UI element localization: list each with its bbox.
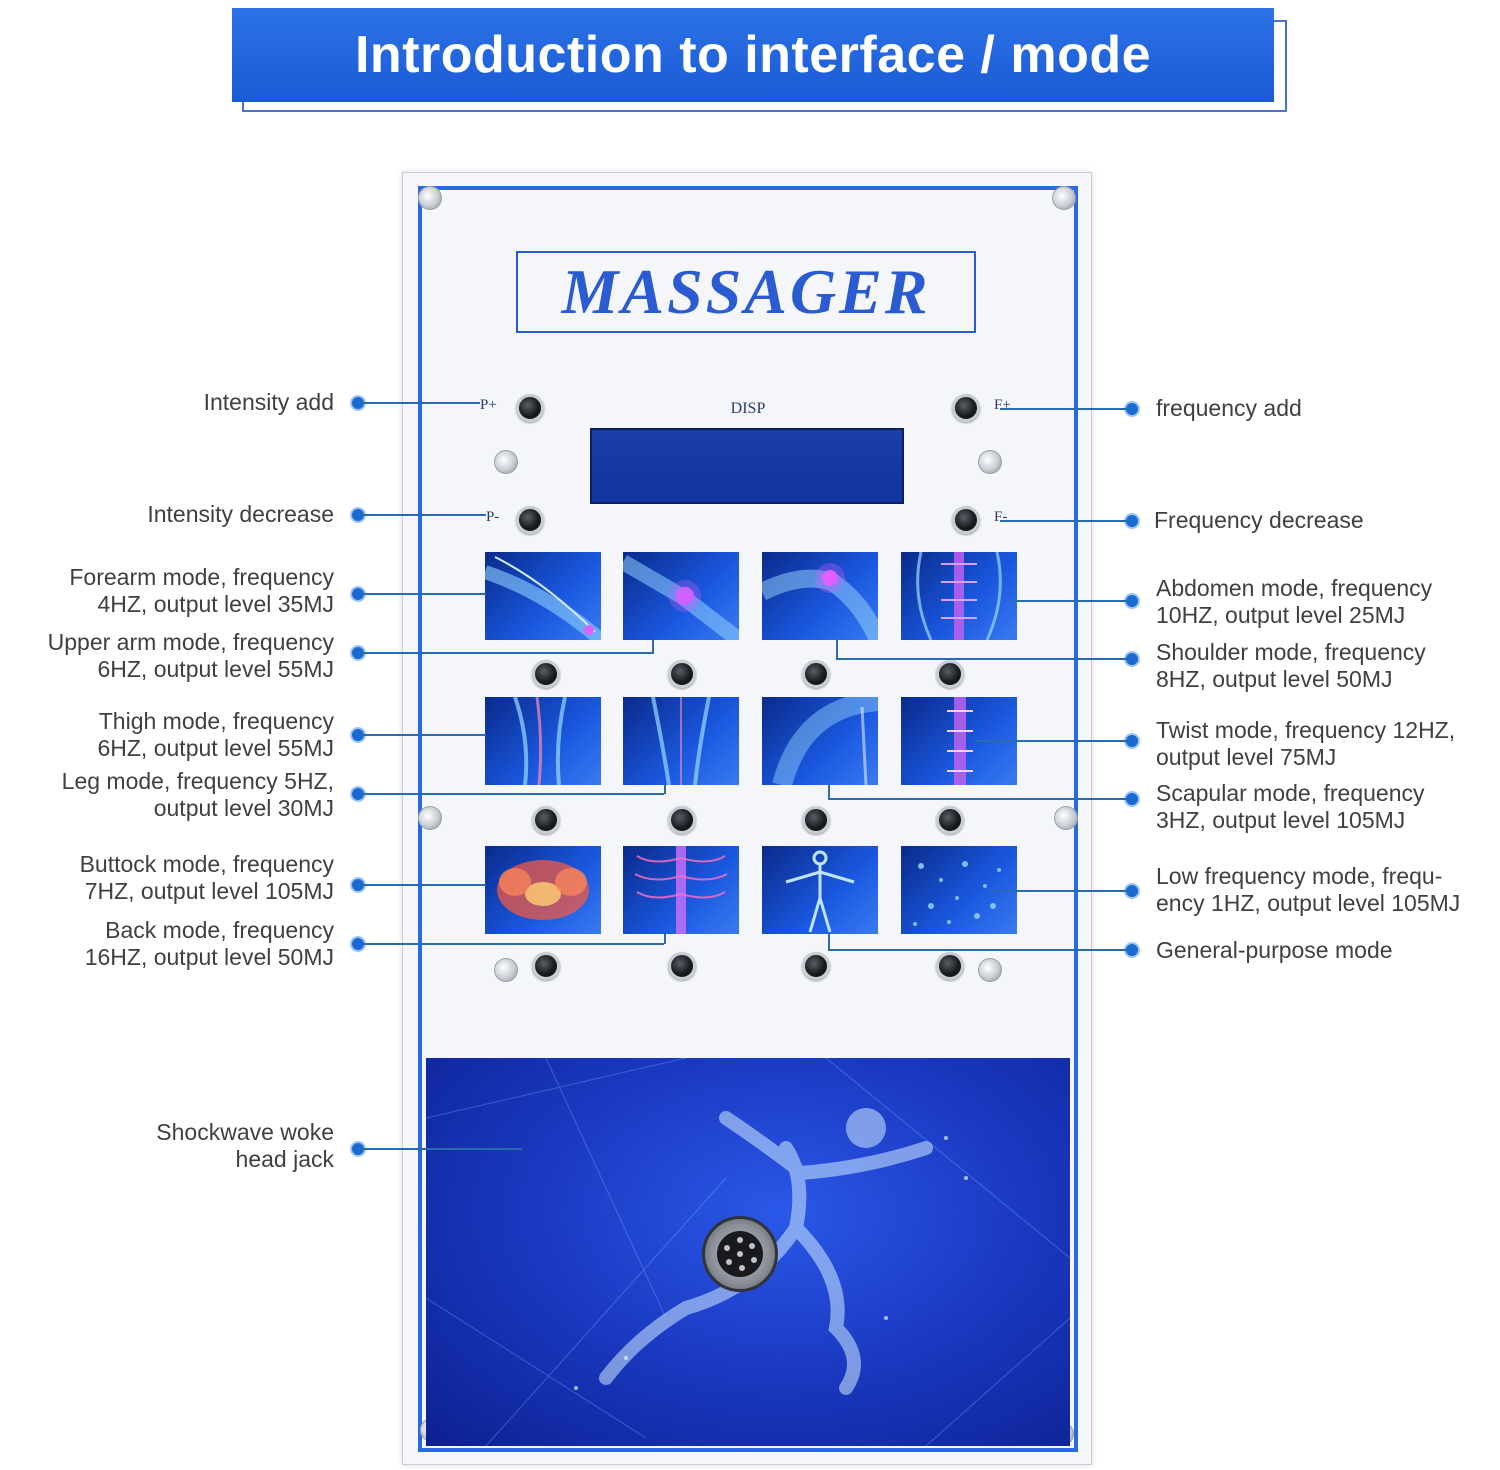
leg-image — [623, 697, 739, 785]
callout-line — [664, 784, 666, 794]
mode-button[interactable] — [936, 952, 964, 980]
intensity-add-label: Intensity add — [203, 389, 334, 415]
brand-logo: MASSAGER — [516, 251, 976, 333]
forearm-image — [485, 552, 601, 640]
callout-line — [1000, 408, 1128, 410]
pelvis-image — [485, 846, 601, 934]
callout-line — [1000, 520, 1128, 522]
callout-line — [362, 943, 664, 945]
low-frequency-mode-label: Low frequency mode, frequ-ency 1HZ, outp… — [1156, 863, 1461, 916]
mode-button[interactable] — [936, 806, 964, 834]
mode-button[interactable] — [802, 660, 830, 688]
mode-button[interactable] — [532, 660, 560, 688]
frequency-decrease-label: Frequency decrease — [1154, 507, 1364, 533]
scapula-image — [762, 697, 878, 785]
callout-line — [362, 514, 486, 516]
callout-line — [362, 593, 486, 595]
general-purpose-mode-label: General-purpose mode — [1156, 937, 1393, 963]
shoulder-joint-image — [762, 552, 878, 640]
screw-icon — [494, 958, 518, 982]
lcd-display — [590, 428, 904, 504]
callout-line — [828, 784, 830, 799]
intensity-add-button[interactable] — [516, 394, 544, 422]
shockwave-jack-icon[interactable] — [702, 1216, 778, 1292]
callout-line — [362, 884, 486, 886]
body-image — [762, 846, 878, 934]
callout-line — [836, 640, 838, 659]
spine-image — [901, 552, 1017, 640]
thigh-image — [485, 697, 601, 785]
mode-button[interactable] — [668, 952, 696, 980]
screw-icon — [978, 450, 1002, 474]
screw-icon — [1054, 806, 1078, 830]
callout-line — [362, 402, 480, 404]
mode-button[interactable] — [532, 952, 560, 980]
frequency-add-button[interactable] — [952, 394, 980, 422]
callout-line — [362, 652, 654, 654]
p-plus-label: P+ — [480, 397, 497, 413]
callout-line — [990, 890, 1128, 892]
screw-icon — [418, 806, 442, 830]
mode-button[interactable] — [802, 952, 830, 980]
mode-button[interactable] — [936, 660, 964, 688]
mode-button[interactable] — [668, 806, 696, 834]
mode-button[interactable] — [802, 806, 830, 834]
callout-line — [362, 1148, 522, 1150]
intensity-decrease-button[interactable] — [516, 506, 544, 534]
mode-button[interactable] — [668, 660, 696, 688]
screw-icon — [418, 186, 442, 210]
callout-line — [1012, 600, 1128, 602]
page-title: Introduction to interface / mode — [232, 8, 1274, 102]
callout-line — [828, 798, 1128, 800]
leg-mode-label: Leg mode, frequency 5HZ,output level 30M… — [61, 768, 334, 821]
f-plus-label: F+ — [994, 397, 1011, 413]
back-image — [623, 846, 739, 934]
display-label: DISP — [730, 400, 766, 417]
screw-icon — [1052, 186, 1076, 210]
screw-icon — [494, 450, 518, 474]
p-minus-label: P- — [486, 509, 500, 525]
twist-mode-label: Twist mode, frequency 12HZ,output level … — [1156, 717, 1456, 770]
intensity-decrease-label: Intensity decrease — [147, 501, 334, 527]
callout-line — [362, 793, 664, 795]
frequency-add-label: frequency add — [1156, 395, 1302, 421]
callout-line — [652, 640, 654, 653]
callout-line — [362, 734, 486, 736]
screw-icon — [978, 958, 1002, 982]
mode-button[interactable] — [532, 806, 560, 834]
callout-line — [664, 934, 666, 944]
callout-line — [828, 934, 830, 950]
callout-line — [976, 740, 1128, 742]
f-minus-label: F- — [994, 509, 1008, 525]
callout-line — [828, 949, 1128, 951]
frequency-decrease-button[interactable] — [952, 506, 980, 534]
callout-line — [836, 658, 1128, 660]
elbow-image — [623, 552, 739, 640]
